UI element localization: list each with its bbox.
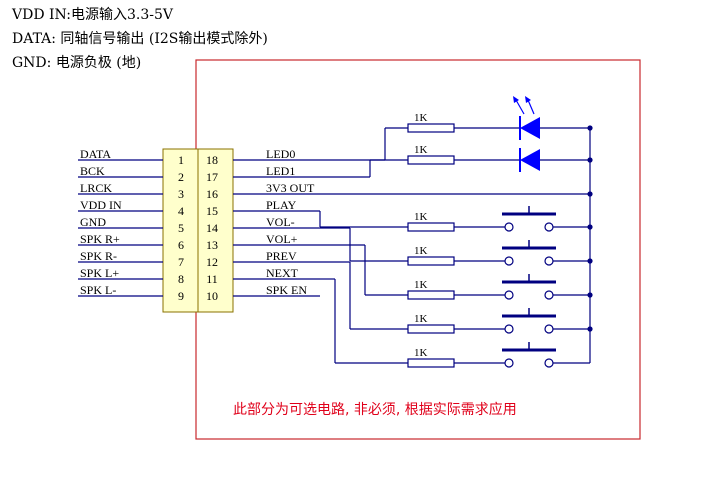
left-pin-label-8: SPK L+ <box>80 266 119 280</box>
button-contact-right-3 <box>544 324 554 334</box>
left-pin-label-1: DATA <box>80 147 111 161</box>
led-arrowhead-stem-2 <box>527 99 535 115</box>
led-arrowhead-2 <box>525 96 531 103</box>
resistor-button-3 <box>407 324 455 334</box>
button-contact-right-4 <box>544 358 554 368</box>
circuit-wires <box>78 125 593 364</box>
left-pin-label-5: GND <box>80 215 106 229</box>
right-pin-number-1: 18 <box>206 153 218 167</box>
left-pin-number-2: 2 <box>178 170 184 184</box>
left-pin-label-7: SPK R- <box>80 249 117 263</box>
right-pin-label-7: PREV <box>266 249 297 263</box>
right-pin-label-3: 3V3 OUT <box>266 181 315 195</box>
resistor-label-button-0: 1K <box>414 211 428 223</box>
circuit-components: 1K 1K 1K 1K 1K 1K 1K <box>407 96 556 368</box>
led-arrow-1 <box>515 99 525 115</box>
left-pin-number-9: 9 <box>178 289 184 303</box>
led-1 <box>520 149 540 171</box>
right-pin-number-9: 10 <box>206 289 218 303</box>
resistor-label-button-4: 1K <box>414 347 428 359</box>
left-pin-label-3: LRCK <box>80 181 112 195</box>
button-contact-left-3 <box>504 324 514 334</box>
button-contact-left-2 <box>504 290 514 300</box>
right-pin-label-6: VOL+ <box>266 232 298 246</box>
resistor-label-button-1: 1K <box>414 245 428 257</box>
right-pin-label-8: NEXT <box>266 266 299 280</box>
button-contact-right-2 <box>544 290 554 300</box>
left-pin-number-5: 5 <box>178 221 184 235</box>
button-contact-right-0 <box>544 222 554 232</box>
resistor-button-2 <box>407 290 455 300</box>
right-pin-label-4: PLAY <box>266 198 297 212</box>
right-pin-number-2: 17 <box>206 170 218 184</box>
right-pin-label-1: LED0 <box>266 147 295 161</box>
led-0 <box>520 117 540 139</box>
led-arrowhead-1 <box>513 96 519 103</box>
note-gnd: GND: 电源负极 (地) <box>12 55 141 71</box>
resistor-button-0 <box>407 222 455 232</box>
right-pin-label-5: VOL- <box>266 215 295 229</box>
resistor-led-0 <box>407 123 455 133</box>
left-pin-number-6: 6 <box>178 238 184 252</box>
right-pin-label-2: LED1 <box>266 164 295 178</box>
left-pin-number-3: 3 <box>178 187 184 201</box>
right-pin-number-7: 12 <box>206 255 218 269</box>
left-pin-label-2: BCK <box>80 164 105 178</box>
resistor-label-button-2: 1K <box>414 279 428 291</box>
button-contact-left-4 <box>504 358 514 368</box>
resistor-button-1 <box>407 256 455 266</box>
right-pin-number-3: 16 <box>206 187 218 201</box>
left-pin-label-9: SPK L- <box>80 283 116 297</box>
resistor-label-led-1: 1K <box>414 144 428 156</box>
button-contact-left-0 <box>504 222 514 232</box>
right-pin-number-5: 14 <box>206 221 218 235</box>
left-pin-number-7: 7 <box>178 255 184 269</box>
note-vdd: VDD IN:电源输入3.3-5V <box>11 7 174 23</box>
left-pin-number-8: 8 <box>178 272 184 286</box>
resistor-button-4 <box>407 358 455 368</box>
button-contact-right-1 <box>544 256 554 266</box>
resistor-label-led-0: 1K <box>414 112 428 124</box>
optional-circuit-caption: 此部分为可选电路, 非必须, 根据实际需求应用 <box>233 401 517 418</box>
right-pin-label-9: SPK EN <box>266 283 307 297</box>
right-pin-number-4: 15 <box>206 204 218 218</box>
resistor-label-button-3: 1K <box>414 313 428 325</box>
left-pin-label-6: SPK R+ <box>80 232 120 246</box>
left-pin-number-1: 1 <box>178 153 184 167</box>
right-pin-number-6: 13 <box>206 238 218 252</box>
button-contact-left-1 <box>504 256 514 266</box>
left-pin-number-4: 4 <box>178 204 184 218</box>
note-data: DATA: 同轴信号输出 (I2S输出模式除外) <box>12 31 268 47</box>
right-pin-number-8: 11 <box>206 272 218 286</box>
left-pin-label-4: VDD IN <box>80 198 122 212</box>
resistor-led-1 <box>407 155 455 165</box>
